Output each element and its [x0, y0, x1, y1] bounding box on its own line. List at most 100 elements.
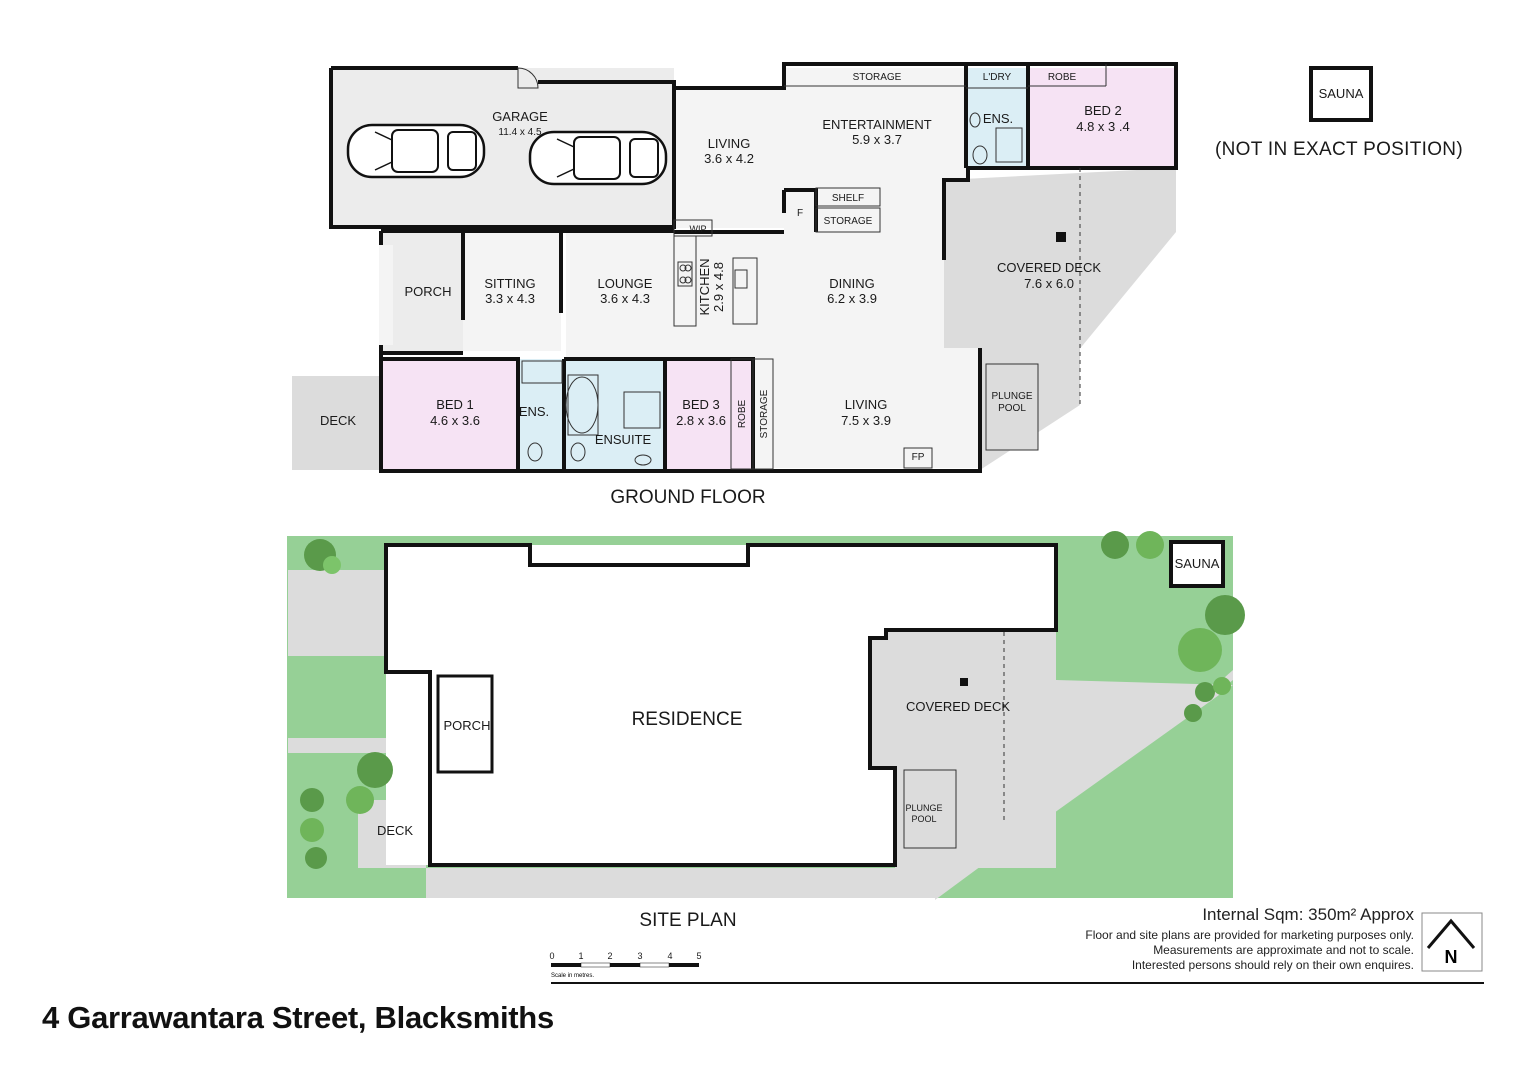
sitting-area: [463, 231, 561, 351]
f-label: F: [797, 208, 803, 219]
living-top-area: [674, 88, 784, 228]
scale-tick: 4: [667, 951, 672, 961]
ens-bottom-area: [518, 359, 564, 469]
internal-sqm: Internal Sqm: 350m² Approx: [1202, 905, 1414, 924]
site-sauna-label: SAUNA: [1175, 556, 1220, 571]
site-deck-label: DECK: [377, 823, 413, 838]
north-compass-icon: N: [1421, 912, 1483, 972]
bed2-area: [1028, 68, 1176, 168]
living-bottom-size: 7.5 x 3.9: [841, 413, 891, 428]
ens-top-area: [966, 68, 1028, 168]
bed1-walls: [381, 357, 520, 471]
toilet-ens: [527, 442, 543, 462]
garage-walls: [329, 68, 676, 229]
dining-size: 6.2 x 3.9: [827, 291, 877, 306]
bed2-label: BED 2: [1084, 103, 1122, 118]
storage-mid-box: [815, 207, 881, 233]
bed3-area: [665, 359, 753, 469]
scale-tick: 2: [607, 951, 612, 961]
covered-deck-size: 7.6 x 6.0: [1024, 276, 1074, 291]
disclaimer-line: Measurements are approximate and not to …: [1153, 943, 1414, 957]
sitting-size: 3.3 x 4.3: [485, 291, 535, 306]
scale-bar: 0 1 2 3 4 5 Scale in metres.: [549, 951, 701, 979]
site-plunge-label-2: POOL: [911, 814, 936, 824]
toilet-ensuite: [570, 442, 586, 462]
site-porch-outline: [436, 674, 494, 774]
shelf-label: SHELF: [832, 193, 864, 204]
scale-tick: 1: [578, 951, 583, 961]
sauna-label: SAUNA: [1319, 86, 1364, 101]
compass-label: N: [1445, 947, 1458, 967]
ldry-label: L'DRY: [983, 72, 1012, 83]
ens-bottom-label: ENS.: [519, 404, 549, 419]
bed3-size: 2.8 x 3.6: [676, 413, 726, 428]
south-walls: [379, 359, 982, 473]
bed1-size: 4.6 x 3.6: [430, 413, 480, 428]
garage-door-swing: [517, 67, 539, 89]
deck-label: DECK: [320, 413, 356, 428]
living-top-size: 3.6 x 4.2: [704, 151, 754, 166]
toilet-top: [972, 145, 988, 165]
plunge-label-1: PLUNGE: [991, 391, 1032, 402]
bed2-size: 4.8 x 3 .4: [1076, 119, 1129, 134]
bath-frame: [567, 374, 599, 436]
ground-floor-title: GROUND FLOOR: [610, 487, 765, 508]
disclaimer-line: Floor and site plans are provided for ma…: [1085, 928, 1414, 942]
bed1-area: [381, 359, 518, 469]
plunge-pool-shape: [985, 363, 1039, 451]
tree-icon: [300, 531, 1245, 869]
site-plunge-shape: [903, 769, 957, 849]
plunge-label-2: POOL: [998, 403, 1026, 414]
porch-step: [379, 245, 393, 345]
robe-top-label: ROBE: [1048, 72, 1077, 83]
scale-tick: 3: [637, 951, 642, 961]
deck-post: [1056, 232, 1066, 242]
garage-size: 11.4 x 4.5: [498, 127, 542, 138]
shower-top: [995, 127, 1023, 163]
cooktop: [677, 261, 693, 287]
living-bottom-label: LIVING: [845, 397, 888, 412]
ensuite-label: ENSUITE: [595, 432, 652, 447]
kitchen-label: KITCHEN: [697, 258, 712, 315]
site-plan-title: SITE PLAN: [639, 910, 736, 931]
shelf-box: [815, 187, 881, 207]
shower-box: [623, 391, 661, 429]
sink: [734, 269, 748, 289]
shower-ens: [521, 360, 563, 384]
covered-deck-label: COVERED DECK: [997, 260, 1101, 275]
residence-outline: [384, 543, 1058, 867]
scale-tick: 0: [549, 951, 554, 961]
site-plunge-label-1: PLUNGE: [905, 803, 942, 813]
porch-label: PORCH: [405, 284, 452, 299]
porch-area: [381, 231, 463, 351]
kitchen-size: 2.9 x 4.8: [711, 262, 726, 312]
site-covered-deck: [870, 632, 1056, 868]
site-paved-nw: [288, 570, 387, 656]
scale-tick: 5: [696, 951, 701, 961]
entertainment-label: ENTERTAINMENT: [822, 117, 931, 132]
car-icon: [346, 123, 486, 179]
storage-mid-label: STORAGE: [824, 216, 873, 227]
robe-bottom-label: ROBE: [737, 400, 748, 429]
basin-ensuite: [634, 454, 652, 466]
residence-shape: [386, 545, 1056, 865]
ens-top-label: ENS.: [983, 111, 1013, 126]
entertainment-size: 5.9 x 3.7: [852, 132, 902, 147]
site-covered-deck-label: COVERED DECK: [906, 699, 1010, 714]
site-deck-post: [960, 678, 968, 686]
living-bottom-strip: [944, 348, 980, 468]
dining-label: DINING: [829, 276, 875, 291]
bed1-label: BED 1: [436, 397, 474, 412]
site-porch-label: PORCH: [444, 718, 491, 733]
sauna-box: [1309, 66, 1373, 122]
wip-label: WIP: [690, 224, 707, 234]
lounge-label: LOUNGE: [598, 276, 653, 291]
bed3-label: BED 3: [682, 397, 720, 412]
lounge-area: [566, 231, 674, 358]
storage-bottom-label: STORAGE: [759, 389, 770, 438]
scale-caption: Scale in metres.: [551, 973, 594, 979]
storage-top-label: STORAGE: [853, 72, 902, 83]
fp-box: [903, 447, 933, 469]
site-paved-w: [288, 738, 388, 753]
